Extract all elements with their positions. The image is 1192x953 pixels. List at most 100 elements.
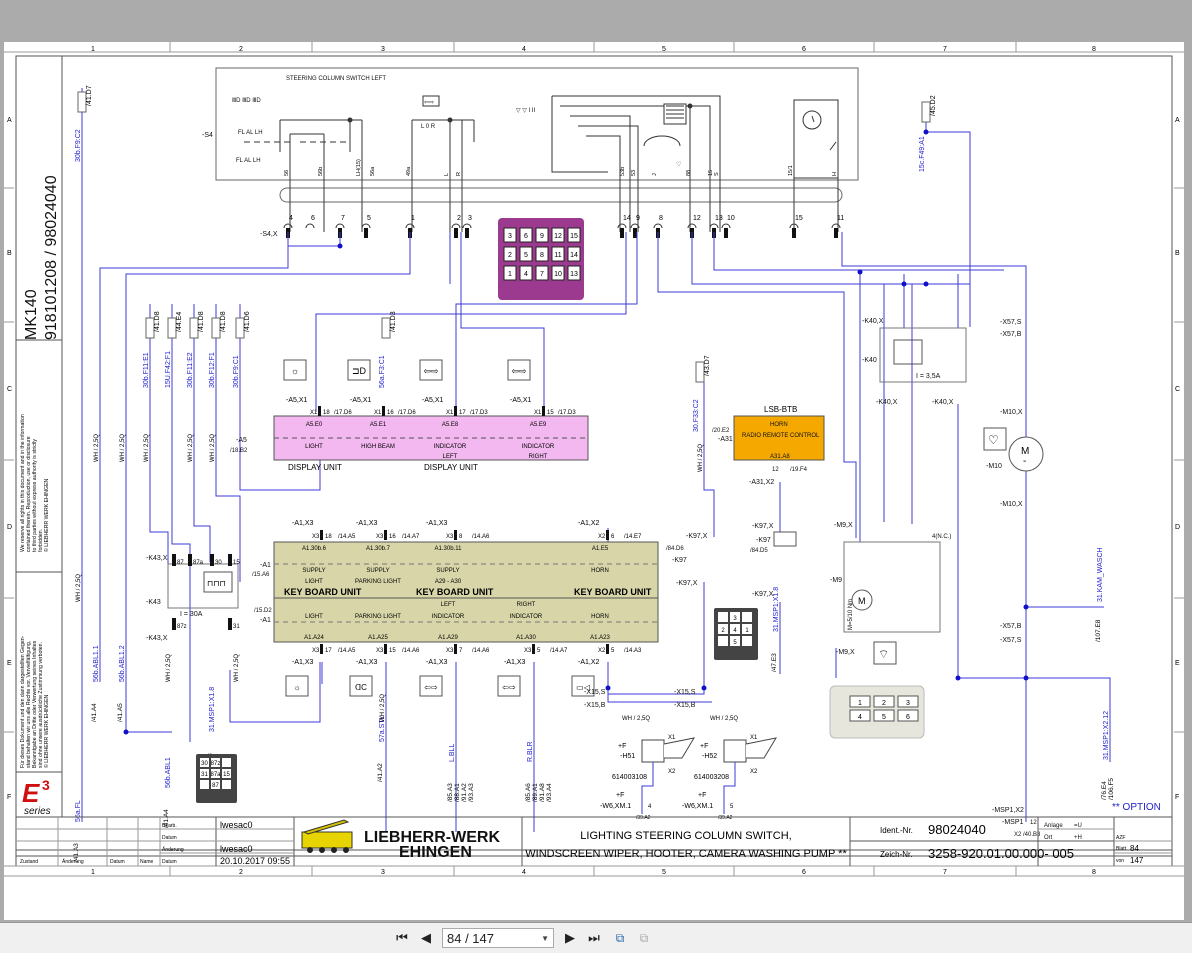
connector-cavity <box>551 265 565 281</box>
blatt-label: Blatt <box>1116 846 1127 852</box>
fuse-wire-label: 15U.F42:F1 <box>165 351 172 388</box>
keyboard-xref: /14.A6 <box>472 648 490 654</box>
socket-cavity-label: 87a <box>210 772 221 778</box>
keyboard-symbol-icon: ☼ <box>293 683 300 692</box>
wire-gauge: WH / 2,5Q <box>76 574 82 602</box>
connector-pin-symbol <box>606 644 609 654</box>
connector-cavity <box>503 265 517 281</box>
socket-cavity <box>211 758 220 767</box>
k40-relay-inner <box>893 339 923 365</box>
x15-s-left: -X15,S <box>584 689 606 696</box>
connector-socket-symbol <box>831 223 841 229</box>
keyboard-function: INDICATOR <box>510 614 543 620</box>
socket-cavity <box>873 695 895 708</box>
k40-conn-bottom-2: -K40,X <box>932 399 954 406</box>
fuse-symbol <box>695 361 705 383</box>
fuse-wire-label: 56a.F3:C1 <box>379 355 386 388</box>
display-function: HIGH BEAM <box>361 444 395 450</box>
washer-icon <box>983 427 1007 451</box>
socket-cavity-label: 2 <box>882 700 886 707</box>
connector-cavity <box>535 227 549 243</box>
previous-page-button[interactable]: ◀ <box>421 930 431 945</box>
display-unit-label-1: DISPLAY UNIT <box>288 463 342 472</box>
von-value: 147 <box>1130 856 1144 865</box>
wire-gauge: WH / 2,5Q <box>94 434 100 462</box>
signal-reference: /93.A3 <box>468 783 475 802</box>
keyboard-pin: 17 <box>325 648 332 654</box>
copyright-line: We reserve all rights in this document a… <box>20 414 26 552</box>
switch-pin-number: 8 <box>659 215 663 222</box>
k97-xref2: /84.D5 <box>750 548 768 554</box>
connector-socket-symbol <box>451 223 461 229</box>
connector-cavity <box>535 246 549 262</box>
keyboard-label-3: KEY BOARD UNIT <box>574 587 652 597</box>
m9-ref: -M9 <box>830 577 842 584</box>
timer-pulse-icon: ⊓⊓⊓ <box>207 579 226 588</box>
connector-pin-symbol <box>542 406 545 416</box>
m9-motor-M: M <box>858 596 866 606</box>
last-page-button[interactable]: ⏭ <box>588 930 600 945</box>
cavity-number: 6 <box>524 233 528 240</box>
horn-trumpet <box>663 737 696 759</box>
cavity-number: 4 <box>524 271 528 278</box>
row-label-left: F <box>7 794 11 801</box>
keyboard-function: HORN <box>591 568 609 574</box>
keyboard-symbol-icon: ⇦⇨ <box>502 683 516 692</box>
radio-line1: HORN <box>770 422 788 428</box>
indicator-switch-symbol: ⇦⇨ L 0 R <box>411 95 475 232</box>
next-page-button[interactable]: ▶ <box>565 930 575 945</box>
display-function-2: RIGHT <box>529 454 548 460</box>
m9-motor-symbol <box>851 589 873 611</box>
display-function: INDICATOR <box>522 444 555 450</box>
column-label-top: 1 <box>91 46 95 53</box>
cavity-number: 12 <box>554 233 562 240</box>
page-selector[interactable]: 84 / 147 ▼ <box>442 928 554 948</box>
fuse-wire-label: 30b.F12:F1 <box>209 352 216 388</box>
connector-pin-symbol <box>620 228 624 238</box>
signal-reference: /88.A1 <box>454 783 461 802</box>
socket-cavity-label: 2 <box>721 628 725 634</box>
m10-motor-M: M <box>1021 446 1029 457</box>
svg-text:FL AL LH: FL AL LH <box>238 130 263 136</box>
switch-pin-number: 13 <box>715 215 723 222</box>
keyboard-pin: 15 <box>389 648 396 654</box>
column-label-bottom: 1 <box>91 869 95 876</box>
x57-b-top: -X57,B <box>1000 331 1022 338</box>
connector-socket-symbol <box>687 223 697 229</box>
rotate-view-icon[interactable]: ⧉ <box>615 931 625 945</box>
column-label-top: 4 <box>522 46 526 53</box>
socket-cavity <box>897 695 919 708</box>
m9-nc-pin: 4(N.C.) <box>932 534 951 540</box>
junction-dot <box>123 729 129 735</box>
model-label: MK140 <box>23 289 40 340</box>
socket-cavity <box>730 612 740 622</box>
connector-socket-symbol <box>305 223 315 229</box>
display-x1-label: X1 <box>310 410 318 416</box>
keyboard-x-label: X2 <box>598 648 606 654</box>
keyboard-connector: -A1,X3 <box>292 659 314 666</box>
display-pin: 15 <box>547 410 554 416</box>
copyright-line: © LIEBHERR WERK EHINGEN <box>43 694 50 768</box>
company-name-line1: LIEBHERR-WERK <box>364 829 500 846</box>
fuse-reference: /41.D3 <box>390 311 397 332</box>
switch-pin-number: 15 <box>795 215 803 222</box>
radio-xref: /19.F4 <box>790 467 808 473</box>
first-page-button[interactable]: ⏮ <box>396 930 408 945</box>
column-label-bottom: 3 <box>381 869 385 876</box>
chevron-down-icon: ▼ <box>541 934 549 943</box>
relay-pin-number: 87 <box>177 560 184 566</box>
signal-reference: /41.A4 <box>163 809 170 828</box>
keyboard-pin: 5 <box>537 648 541 654</box>
row-label-right: C <box>1175 386 1180 393</box>
connector-pin-symbol <box>318 406 321 416</box>
svg-text:L 0 R: L 0 R <box>421 124 436 130</box>
compare-view-icon[interactable]: ⧉ <box>639 931 649 945</box>
signal-reference: /41.A5 <box>117 703 124 722</box>
status-column-header: Änderung <box>62 858 84 865</box>
copyright-line: stand behalten wir uns alle Rechte vor. … <box>26 641 32 768</box>
